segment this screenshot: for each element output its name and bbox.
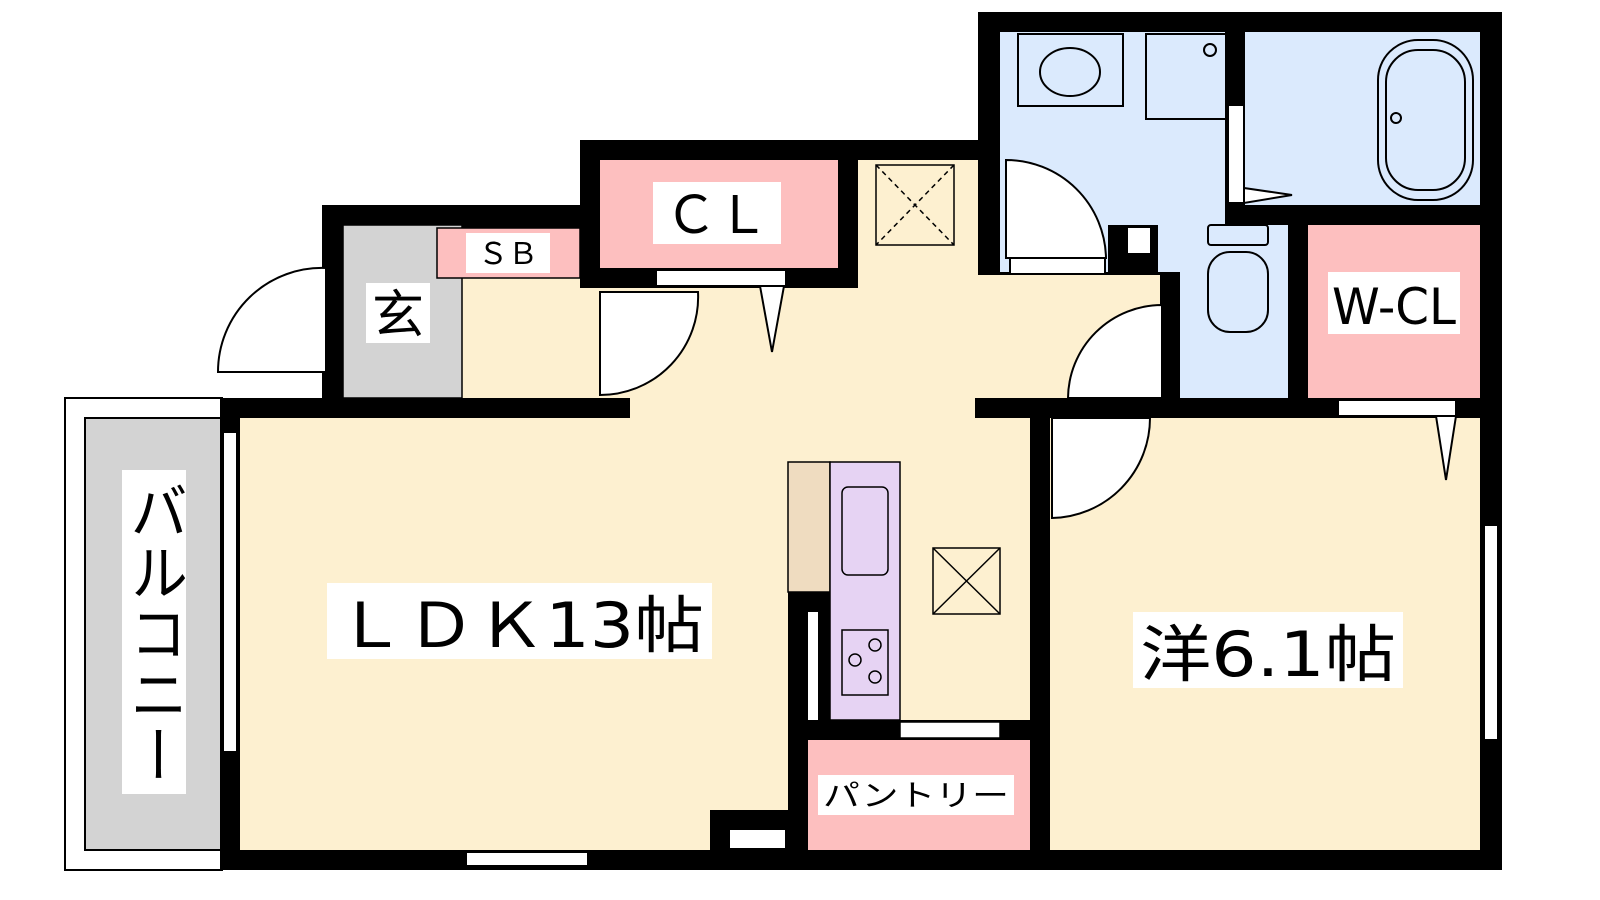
closet-label: ＣＬ: [665, 186, 769, 246]
counter: [787, 461, 831, 593]
bathroom-fixtures: [1017, 33, 1474, 333]
pillar-gap: [730, 830, 785, 848]
kitchen-wall-gap: [808, 612, 818, 720]
interior-walls: [240, 398, 1050, 850]
wcl-door[interactable]: [1337, 399, 1457, 417]
closet-sliding-door[interactable]: [655, 269, 787, 287]
wall-ldk-western: [1030, 398, 1050, 850]
western-room-label: 洋6.1帖: [1140, 618, 1396, 691]
shoe-box-label: ＳＢ: [478, 237, 538, 272]
entrance-hall-floor: [462, 278, 580, 398]
balcony-label: バルコニー: [120, 480, 188, 785]
ldk-label: ＬＤＫ13帖: [336, 589, 704, 662]
washbasin-icon: [1017, 33, 1124, 107]
western-room-door[interactable]: [1051, 417, 1152, 520]
window-balcony[interactable]: [222, 431, 238, 753]
window-western: [1483, 524, 1499, 741]
sink-icon: [841, 486, 889, 576]
pantry-door: [899, 721, 1001, 739]
wall-stub-2: [978, 398, 1050, 418]
bath-door[interactable]: [1227, 104, 1245, 204]
storage-hatch-icon: [875, 164, 1001, 615]
toilet-icon: [1207, 224, 1269, 246]
washroom-door[interactable]: [1005, 158, 1108, 259]
toilet: [1180, 225, 1288, 398]
bathroom: [1245, 32, 1480, 205]
pipe-space: [1128, 228, 1150, 253]
entrance-label: 玄: [372, 286, 424, 346]
window-ldk: [465, 851, 589, 867]
hall-door[interactable]: [599, 291, 700, 397]
hall-floor-strip: [978, 275, 1160, 295]
bathtub-icon: [1377, 39, 1474, 201]
washer-icon: [1145, 33, 1227, 120]
toilet-door[interactable]: [1066, 303, 1163, 399]
wall-ldk-top: [240, 398, 630, 418]
room-labels: ＣＬ ＳＢ 玄 W-CL ＬＤＫ13帖 洋6.1帖 パントリー バルコニー: [120, 182, 1460, 815]
doors: [216, 104, 1499, 867]
pantry-wall-left: [788, 740, 808, 850]
kitchen: [710, 461, 1030, 850]
entrance-door[interactable]: [216, 266, 327, 373]
pantry-label: パントリー: [823, 779, 1009, 814]
hall-floor-upper: [858, 160, 978, 290]
wcl-label: W-CL: [1332, 278, 1456, 336]
ldk-opening: [630, 398, 975, 420]
